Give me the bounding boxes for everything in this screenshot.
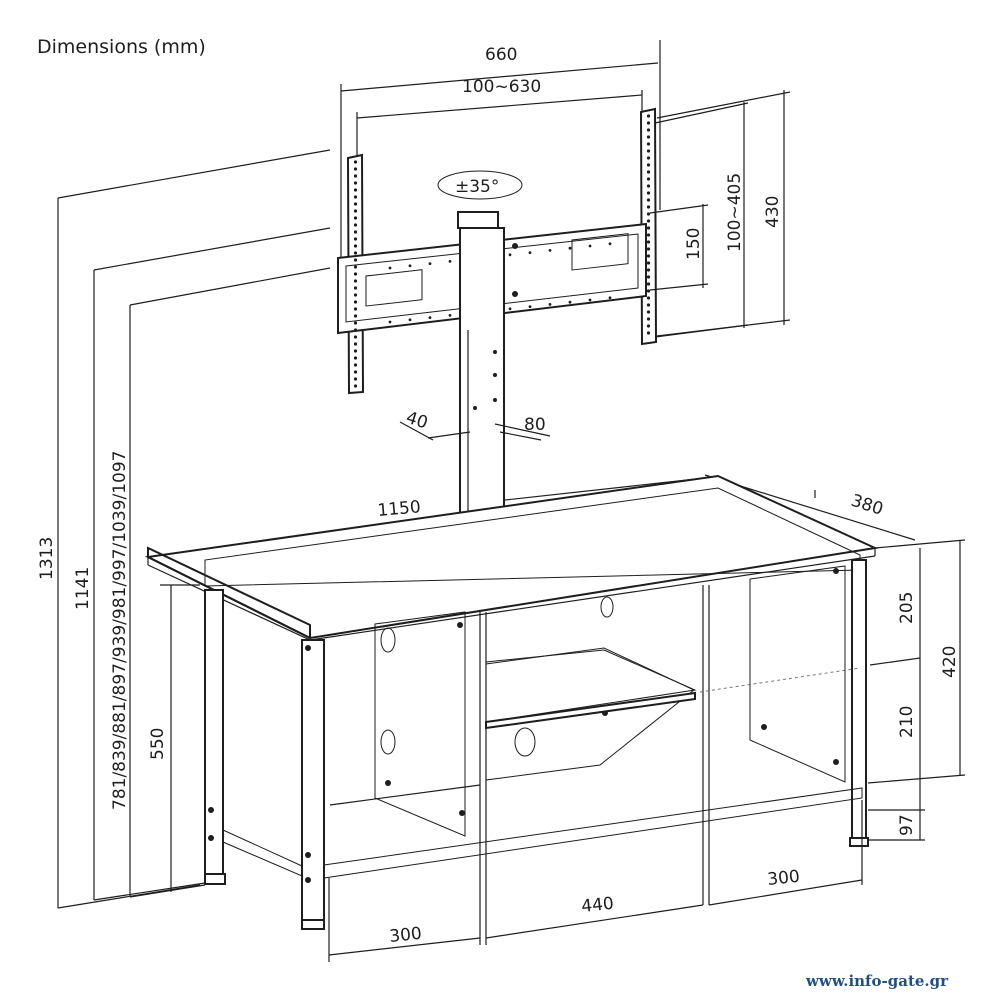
mount-width-label: 660: [485, 45, 517, 65]
cabinet-depth-label: 380: [848, 491, 885, 520]
height-range-label: 781/839/881/897/939/981/997/1039/1097: [110, 451, 130, 810]
left-width-label: 300: [388, 924, 422, 947]
vesa-width-label: 100~630: [462, 77, 541, 97]
bracket-height-label: 150: [684, 228, 704, 260]
pole-depth-label: 40: [403, 408, 430, 434]
upper-compartment-label: 205: [897, 592, 917, 624]
watermark-text: www.info-gate.gr: [805, 972, 949, 990]
mount-height-label: 430: [763, 196, 783, 228]
height-1141-label: 1141: [73, 567, 93, 610]
bracket-strap-holes: [353, 114, 651, 388]
vesa-height-range-label: 100~405: [725, 173, 745, 252]
support-pole: [399, 227, 551, 539]
height-dimension-lines: [57, 149, 331, 909]
lower-compartment-label: 210: [897, 706, 917, 738]
bracket-height-dimension-lines: [649, 90, 791, 338]
drawing-title: Dimensions (mm): [37, 36, 206, 58]
dimension-labels: 660 100~630 430 100~405 150 40 80 1313 1…: [37, 45, 960, 947]
leg-height-label: 97: [897, 814, 917, 836]
center-width-label: 440: [580, 894, 614, 917]
cabinet-width-label: 1150: [377, 497, 422, 521]
tv-cabinet: [144, 474, 966, 962]
cabinet-height-label: 550: [148, 728, 168, 760]
pole-width-label: 80: [524, 415, 546, 435]
right-width-label: 300: [766, 867, 800, 890]
inner-height-label: 420: [940, 646, 960, 678]
rotation-label: ±35°: [455, 177, 499, 197]
total-height-label: 1313: [37, 537, 57, 580]
